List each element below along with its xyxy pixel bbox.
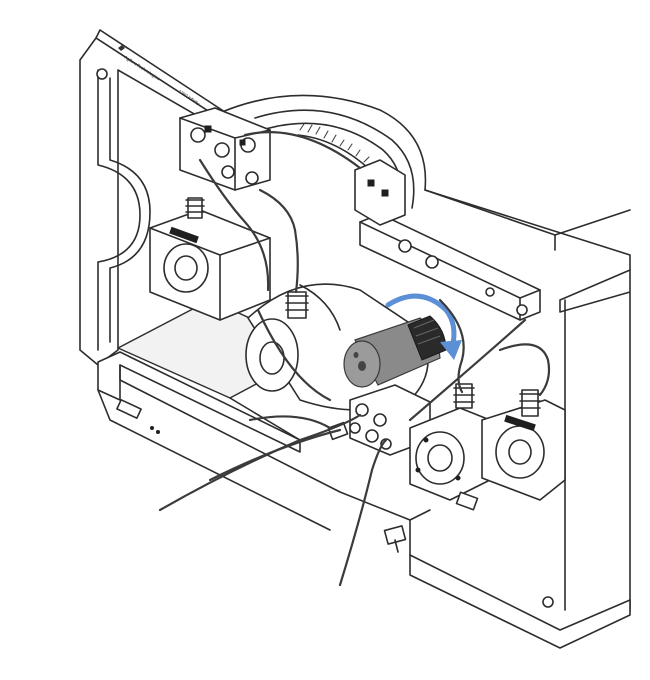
logo-mark-icon — [118, 45, 125, 51]
drain-fitting — [383, 525, 407, 553]
top-valve-block — [179, 107, 271, 191]
lower-pump-head-2 — [481, 389, 566, 501]
corner-knob — [96, 68, 554, 608]
tubing — [158, 131, 551, 587]
front-latch — [116, 399, 160, 434]
rotation-arrow — [385, 293, 462, 360]
left-pump-head — [149, 197, 271, 321]
motor-cylinder — [343, 315, 447, 388]
right-valve-rail — [354, 159, 541, 321]
lower-pump-head-1 — [409, 383, 491, 511]
